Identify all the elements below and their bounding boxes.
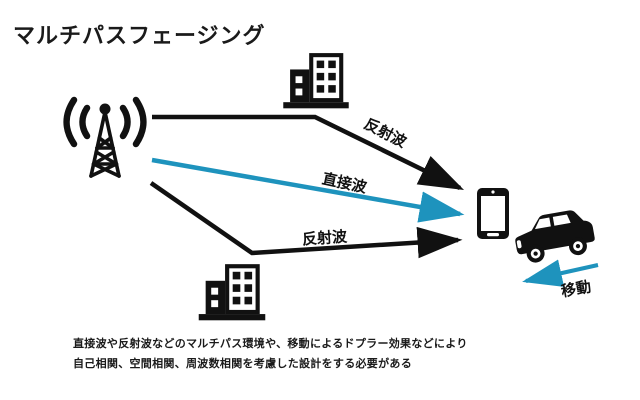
direct-wave-arrow (151, 157, 465, 223)
movement-arrow (522, 259, 599, 287)
reflected-wave-label-bottom: 反射波 (301, 228, 348, 249)
smartphone-icon (476, 187, 510, 240)
caption-line-1: 直接波や反射波などのマルチパス環境や、移動によるドプラー効果などにより (73, 338, 468, 350)
car-icon (507, 199, 601, 269)
reflected-wave-arrow-bottom (149, 181, 463, 259)
caption-line-2: 自己相関、空間相関、周波数相関を考慮した設計をする必要がある (73, 358, 412, 370)
antenna-tower-icon (60, 96, 150, 184)
building-icon (281, 49, 351, 109)
caption: 直接波や反射波などのマルチパス環境や、移動によるドプラー効果などにより 自己相関… (73, 334, 468, 374)
building-icon (196, 260, 268, 321)
reflected-wave-arrow-top (152, 114, 465, 191)
page-title: マルチパスフェージング (13, 23, 266, 48)
